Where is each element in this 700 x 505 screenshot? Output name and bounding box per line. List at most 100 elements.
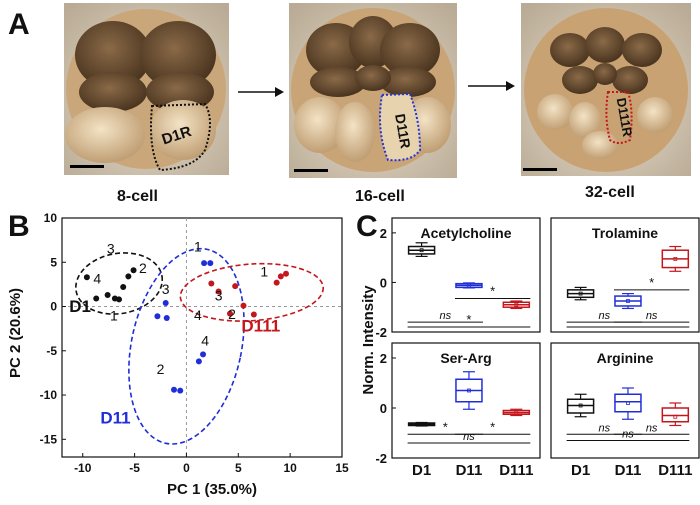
pca-replicate-label: 1	[194, 239, 202, 255]
pca-replicate-label: 2	[228, 306, 236, 322]
pca-x-axis-label: PC 1 (35.0%)	[167, 481, 257, 498]
box-iqr	[614, 393, 642, 413]
pca-point-d111	[240, 302, 247, 309]
pca-point-d111	[277, 273, 284, 280]
pca-point-d111	[232, 283, 239, 290]
pca-point-d111	[208, 280, 215, 287]
panel-letter-a: A	[8, 8, 30, 41]
box-panel-frame	[550, 217, 700, 333]
box-significance-label: ns	[646, 422, 658, 434]
pca-replicate-label: 1	[260, 263, 268, 279]
arrow-2	[468, 81, 515, 91]
box-mean	[673, 256, 678, 261]
pca-point-d111	[250, 311, 257, 318]
stage-label-8-cell: 8-cell	[117, 188, 158, 205]
pca-point-d1	[120, 284, 127, 291]
box-mean	[673, 414, 678, 419]
pca-group-ellipse-d111	[179, 262, 324, 322]
pca-replicate-label: 4	[201, 332, 209, 348]
arrow-1	[238, 87, 284, 97]
box-significance-label: ns	[598, 422, 610, 434]
box-significance-label: *	[443, 419, 448, 434]
pca-point-d11	[177, 387, 184, 394]
pca-replicate-label: 3	[162, 281, 170, 297]
pca-y-tick-label: -10	[40, 388, 58, 402]
box-panel-title: Trolamine	[592, 225, 658, 241]
pca-point-d1	[83, 274, 90, 281]
stage-label-32-cell: 32-cell	[585, 184, 635, 201]
pca-x-tick-label: 5	[235, 461, 242, 475]
pca-point-d1	[111, 295, 118, 302]
box-mean	[467, 388, 471, 393]
pca-replicate-label: 3	[107, 240, 115, 256]
box-mean	[626, 299, 630, 303]
box-category-label: D11	[615, 462, 642, 479]
box-mean	[419, 248, 424, 253]
pca-x-tick-label: -5	[129, 461, 140, 475]
pca-point-d1	[130, 267, 137, 274]
pca-point-d1	[125, 273, 132, 280]
pca-x-tick-label: 10	[283, 461, 297, 475]
pca-y-tick-label: 10	[44, 211, 58, 225]
box-category-label: D11	[456, 462, 483, 479]
box-significance-label: ns	[646, 310, 658, 322]
embryo-8-cell: D1R	[64, 3, 229, 175]
box-mean	[626, 401, 630, 405]
box-significance-label: *	[466, 312, 471, 327]
box-significance-label: *	[649, 275, 654, 290]
embryo-16-cell: D11R	[289, 3, 457, 178]
box-significance-label: ns	[598, 310, 610, 322]
box-mean	[578, 291, 583, 296]
box-y-tick-label: -2	[375, 325, 387, 340]
panel-letter-c: C	[356, 210, 378, 243]
box-significance-label: *	[490, 284, 495, 299]
pca-group-ellipse-d11	[128, 247, 245, 445]
box-panel-frame	[391, 342, 541, 459]
pca-point-d11	[200, 351, 207, 358]
pca-group-ellipse-d1	[75, 252, 164, 315]
box-category-label: D111	[499, 462, 533, 479]
pca-plot-frame	[61, 217, 343, 458]
box-y-tick-label: 0	[380, 275, 387, 290]
pca-y-tick-label: -5	[46, 344, 57, 358]
box-mean	[419, 422, 424, 427]
box-y-axis-label: Norm. Intensity	[360, 285, 377, 395]
pca-replicate-label: 1	[110, 308, 118, 324]
pca-x-tick-label: 15	[335, 461, 349, 475]
box-significance-label: ns	[439, 310, 451, 322]
cell-label-d11r: D11R	[392, 112, 414, 149]
pca-replicate-label: 2	[139, 260, 147, 276]
pca-point-d11	[163, 315, 170, 322]
pca-x-tick-label: -10	[74, 461, 92, 475]
box-mean	[467, 283, 471, 288]
pca-point-d111	[227, 310, 233, 317]
box-significance-label: ns	[622, 429, 634, 441]
box-y-tick-label: -2	[375, 451, 387, 466]
box-panel-frame	[550, 342, 700, 459]
pca-x-tick-label: 0	[183, 461, 190, 475]
pca-replicate-label: 4	[93, 271, 101, 287]
pca-y-tick-label: -15	[40, 432, 58, 446]
box-significance-label: ns	[463, 431, 475, 443]
box-category-label: D1	[412, 462, 431, 479]
pca-point-d111	[283, 270, 289, 277]
pca-replicate-label: 2	[157, 361, 165, 377]
box-mean	[578, 403, 583, 408]
pca-group-label-d11: D11	[100, 408, 130, 427]
pca-point-d1	[104, 292, 111, 299]
pca-y-tick-label: 0	[50, 300, 57, 314]
pca-point-d11	[154, 313, 161, 320]
box-panel-title: Arginine	[597, 350, 654, 366]
box-panel-title: Acetylcholine	[420, 225, 511, 241]
box-significance-label: *	[490, 419, 495, 434]
pca-y-tick-label: 5	[50, 255, 57, 269]
box-category-label: D111	[658, 462, 692, 479]
box-mean	[514, 410, 519, 415]
box-y-tick-label: 2	[380, 226, 387, 241]
box-category-label: D1	[571, 462, 590, 479]
pca-point-d111	[273, 279, 280, 286]
stage-label-16-cell: 16-cell	[355, 188, 405, 205]
